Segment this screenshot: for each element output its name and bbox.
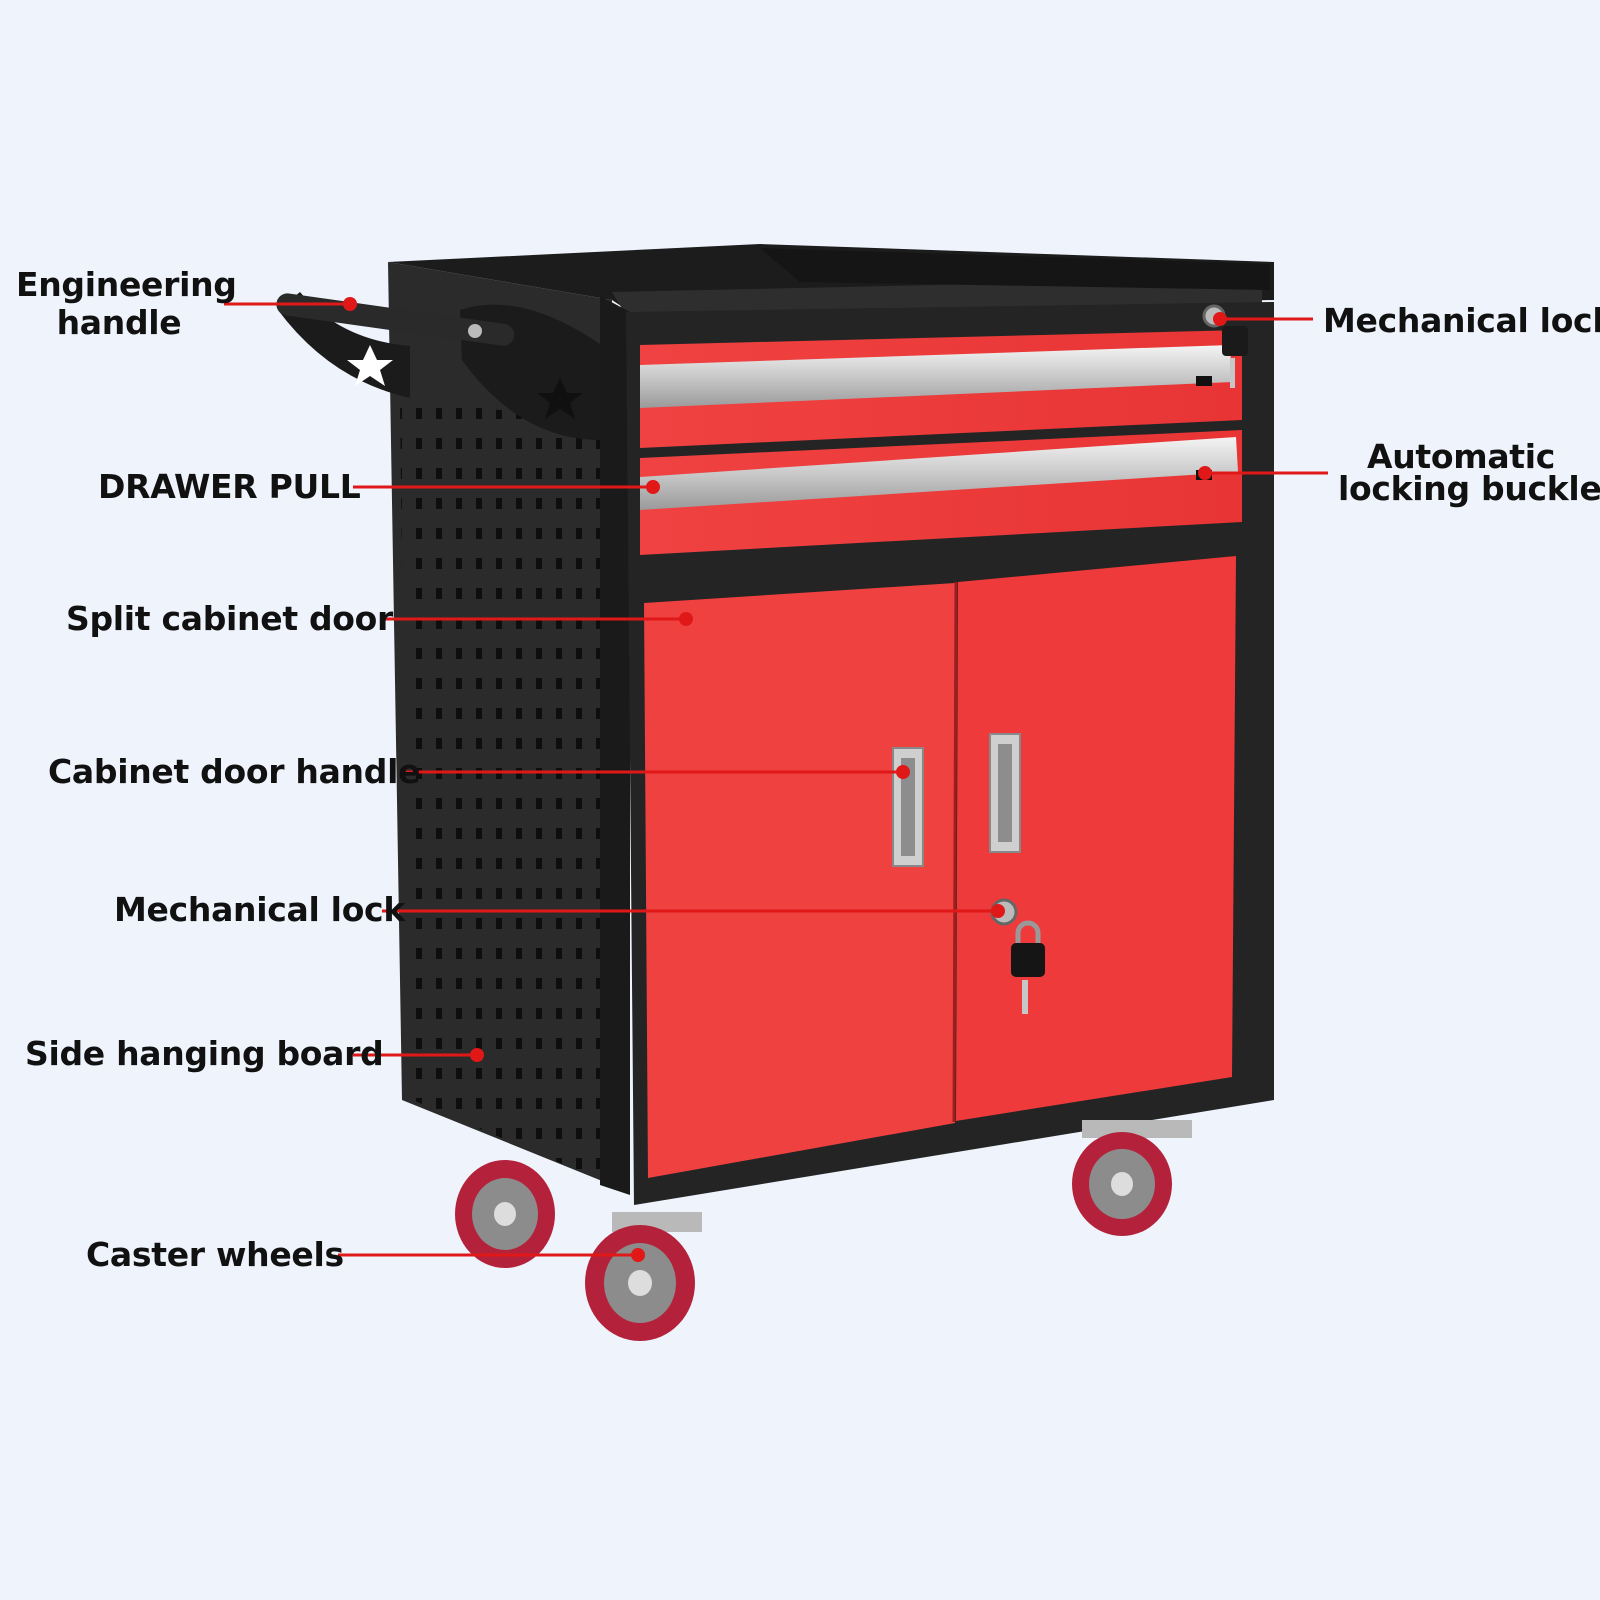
door-handle-right [989,733,1021,853]
callout-lines [224,297,1328,1262]
side-hanging-board-panel [388,262,630,1195]
door-handle-left [892,747,924,867]
engineering-handle [276,292,600,440]
label-automatic-locking-buckle: Automatic locking buckle [1338,437,1600,508]
caster-wheel-right [1072,1120,1192,1236]
callout-dot-engineering-handle [343,297,357,311]
label-automatic-locking-buckle-line2: locking buckle [1338,469,1600,508]
label-engineering-handle: Engineering handle [16,265,237,342]
label-engineering-handle-line2: handle [56,303,182,342]
label-split-cabinet-door: Split cabinet door [66,599,394,638]
label-drawer-pull: DRAWER PULL [98,467,361,506]
callout-dot-automatic-locking-buckle [1198,466,1212,480]
label-caster-wheels: Caster wheels [86,1235,344,1274]
label-mechanical-lock-door: Mechanical lock [114,890,405,929]
callout-dot-cabinet-door-handle [896,765,910,779]
label-mechanical-lock-top: Mechanical lock [1323,301,1600,340]
callout-dot-split-cabinet-door [679,612,693,626]
label-side-hanging-board: Side hanging board [25,1034,384,1073]
label-automatic-locking-buckle-line1: Automatic [1366,437,1556,476]
callout-dot-side-hanging-board [470,1048,484,1062]
label-cabinet-door-handle: Cabinet door handle [48,752,421,791]
caster-wheel-rear-left [455,1160,555,1268]
callout-dot-caster-wheels [631,1248,645,1262]
caster-wheel-front-left [585,1212,702,1341]
callout-dot-drawer-pull [646,480,660,494]
drawer-top [640,330,1242,448]
callout-dot-mechanical-lock-top [1213,312,1227,326]
label-engineering-handle-line1: Engineering [16,265,237,304]
callout-dot-mechanical-lock-door [991,904,1005,918]
split-cabinet-doors [644,556,1236,1178]
